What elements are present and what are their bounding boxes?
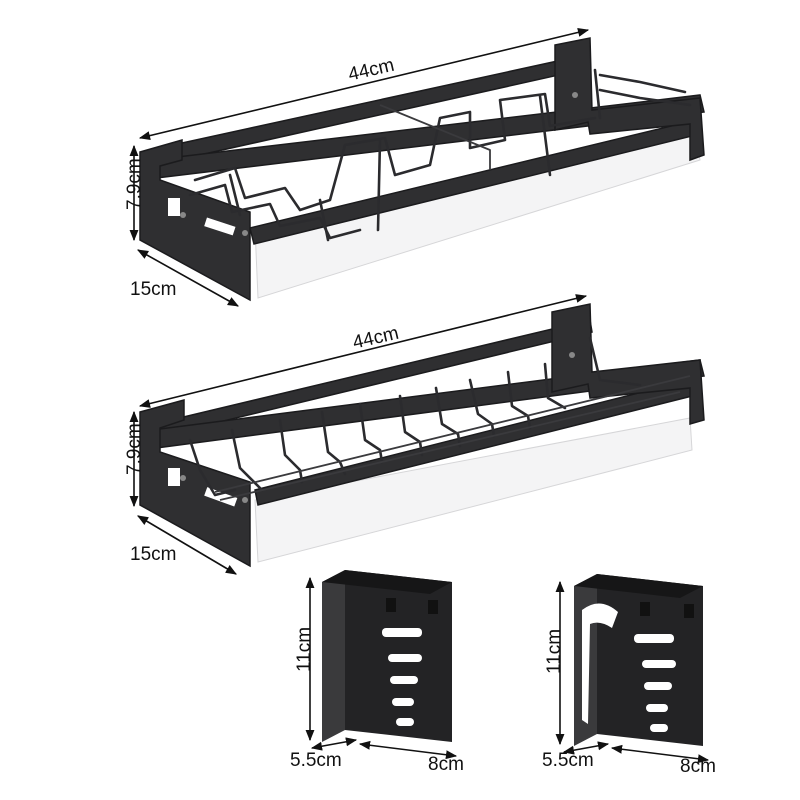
length-dimension-line — [138, 294, 588, 408]
utensil-holder-width-label: 8cm — [680, 756, 716, 777]
shelf-top-depth-label: 15cm — [130, 279, 176, 300]
depth-dimension-line — [137, 515, 237, 575]
shelf-top-height-label: 7.9cm — [124, 158, 145, 210]
shelf-bottom — [139, 303, 705, 568]
knife-holder-height-label: 11cm — [294, 627, 315, 672]
utensil-holder — [574, 574, 703, 746]
shelf-bottom-height-label: 7.9cm — [124, 423, 145, 475]
knife-holder-depth-label: 5.5cm — [290, 750, 342, 771]
utensil-holder-height-label: 11cm — [544, 629, 565, 674]
shelf-bottom-length-label: 44cm — [351, 323, 401, 354]
shelf-bottom-dimensions: 44cm 7.9cm 15cm — [124, 294, 588, 575]
knife-holder — [322, 570, 452, 742]
utensil-holder-depth-label: 5.5cm — [542, 750, 594, 771]
utensil-holder-dimensions: 11cm 5.5cm 8cm — [542, 580, 716, 777]
knife-holder-width-label: 8cm — [428, 754, 464, 775]
shelf-top-length-label: 44cm — [346, 55, 396, 86]
shelf-top — [139, 37, 705, 302]
knife-holder-dimensions: 11cm 5.5cm 8cm — [290, 576, 464, 775]
shelf-bottom-depth-label: 15cm — [130, 544, 176, 565]
length-dimension-line — [138, 28, 590, 140]
